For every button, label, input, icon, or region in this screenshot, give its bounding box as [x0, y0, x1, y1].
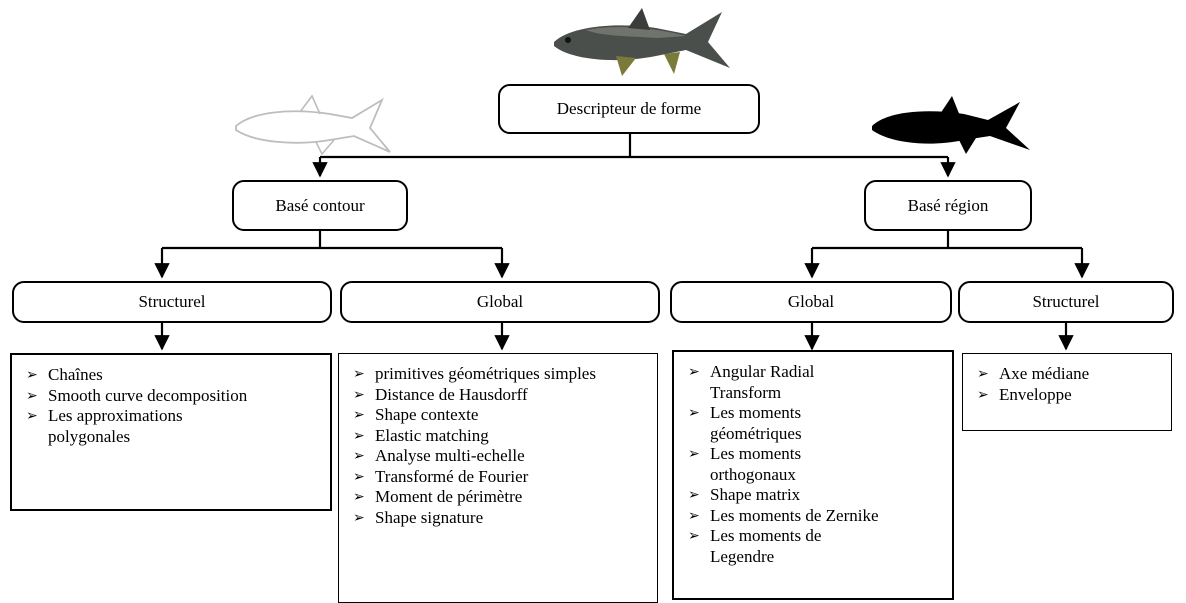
region-structurel-node: Structurel: [958, 281, 1174, 323]
region-global-node: Global: [670, 281, 952, 323]
list-item: Enveloppe: [977, 385, 1163, 406]
contour-structurel-list: Chaînes Smooth curve decomposition Les a…: [10, 353, 332, 511]
region-node: Basé région: [864, 180, 1032, 231]
contour-node: Basé contour: [232, 180, 408, 231]
list-item: Shape signature: [353, 508, 649, 529]
list-item: Elastic matching: [353, 426, 649, 447]
contour-structurel-label: Structurel: [138, 292, 206, 311]
root-node: Descripteur de forme: [498, 84, 760, 134]
contour-label: Basé contour: [275, 195, 365, 215]
list-item: Les moments orthogonaux: [688, 444, 860, 485]
list-item: Angular Radial Transform: [688, 362, 860, 403]
region-structurel-list: Axe médiane Enveloppe: [962, 353, 1172, 431]
region-global-label: Global: [787, 292, 835, 311]
region-structurel-label: Structurel: [1032, 292, 1100, 311]
fish-contour-illustration: [235, 94, 391, 156]
list-item: Distance de Hausdorff: [353, 385, 649, 406]
list-item: Shape contexte: [353, 405, 649, 426]
contour-global-node: Global: [340, 281, 660, 323]
list-item: Analyse multi-echelle: [353, 446, 649, 467]
list-item: Chaînes: [26, 365, 322, 386]
contour-global-label: Global: [476, 292, 524, 311]
list-item: Smooth curve decomposition: [26, 386, 322, 407]
list-item: Les moments de Legendre: [688, 526, 870, 567]
list-item: Les approximations polygonales: [26, 406, 238, 447]
list-item: Axe médiane: [977, 364, 1163, 385]
root-label: Descripteur de forme: [556, 99, 702, 118]
list-item: Shape matrix: [688, 485, 944, 506]
list-item: Moment de périmètre: [353, 487, 649, 508]
list-item: primitives géométriques simples: [353, 364, 605, 385]
list-item: Les moments de Zernike: [688, 506, 944, 527]
contour-global-list: primitives géométriques simples Distance…: [338, 353, 658, 603]
list-item: Transformé de Fourier: [353, 467, 649, 488]
fish-silhouette-illustration: [872, 96, 1030, 154]
list-item: Les moments géométriques: [688, 403, 860, 444]
region-label: Basé région: [907, 195, 989, 215]
contour-structurel-node: Structurel: [12, 281, 332, 323]
fish-photo-illustration: [554, 8, 730, 76]
region-global-list: Angular Radial Transform Les moments géo…: [672, 350, 954, 600]
